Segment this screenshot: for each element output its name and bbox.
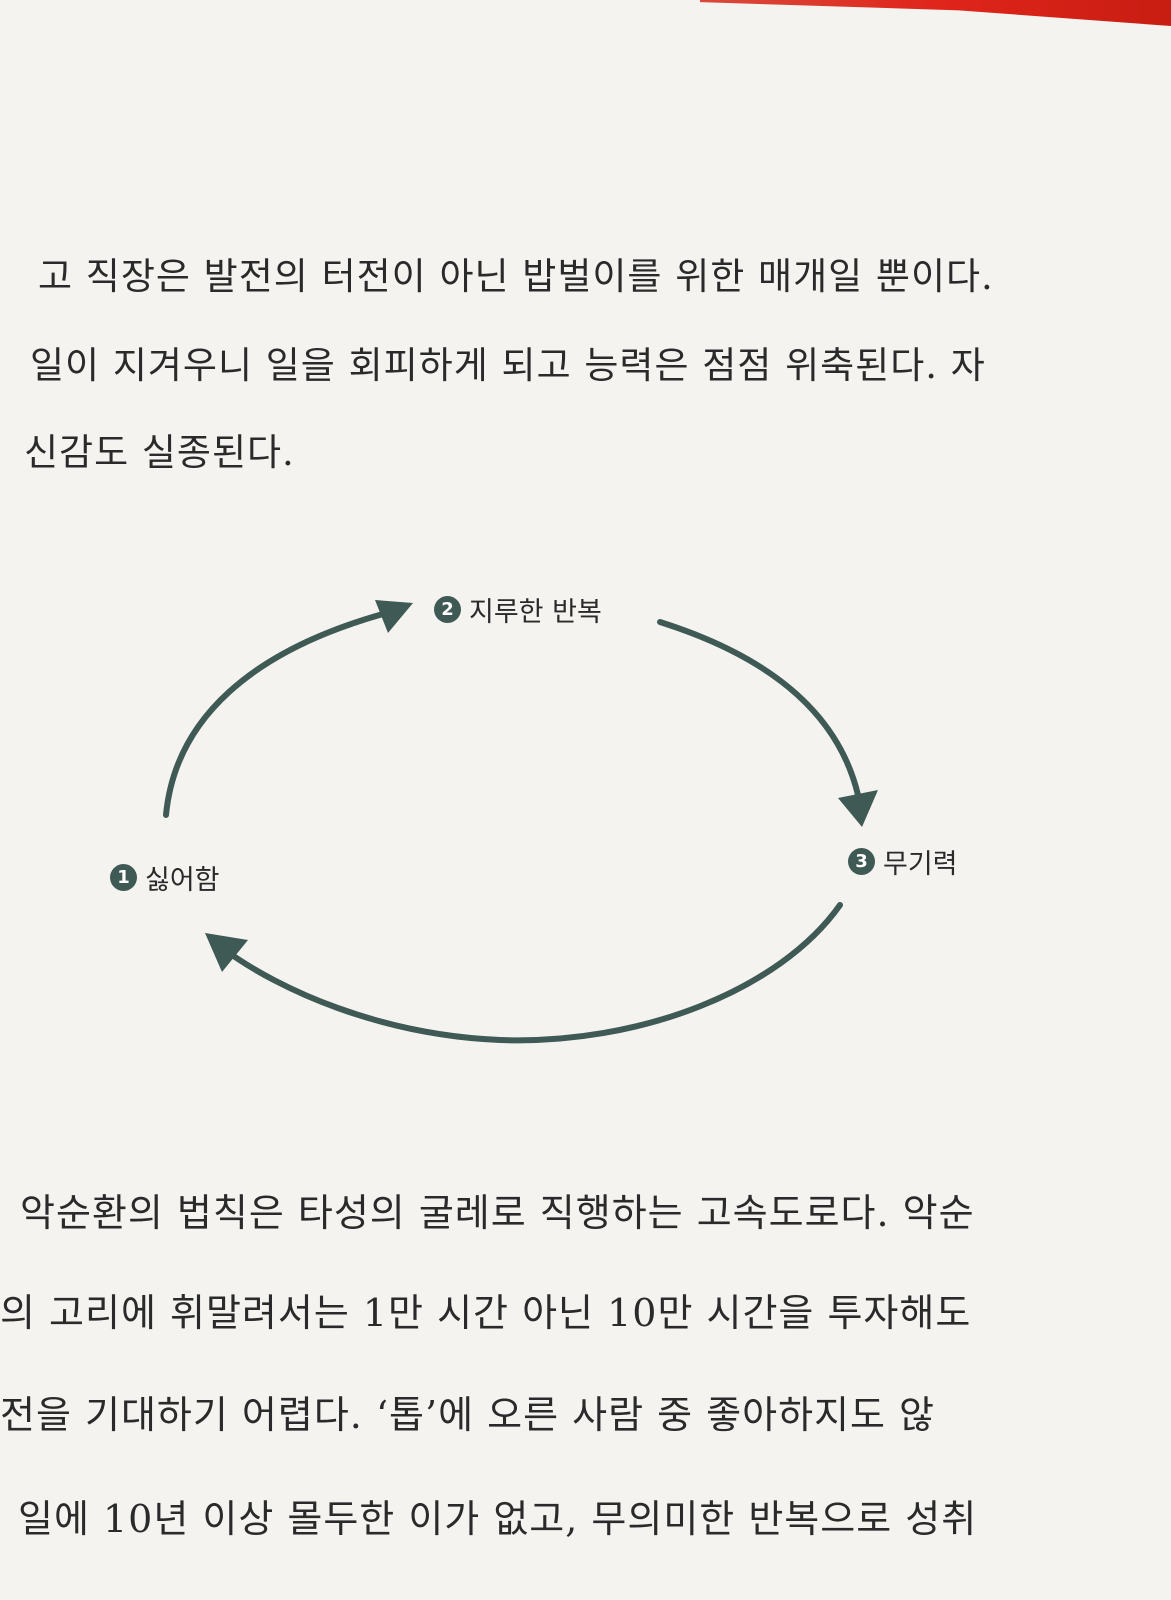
node-lethargy: 3 무기력 bbox=[848, 842, 958, 881]
paragraph-line: 의 고리에 휘말려서는 1만 시간 아닌 10만 시간을 투자해도 bbox=[0, 1291, 972, 1335]
arrowhead-2 bbox=[375, 600, 413, 633]
number-badge-3: 3 bbox=[848, 848, 875, 875]
number-badge-2: 2 bbox=[434, 596, 461, 623]
vicious-cycle-diagram: 1 싫어함 2 지루한 반복 3 무기력 bbox=[0, 560, 1171, 1080]
node-dislike: 1 싫어함 bbox=[110, 858, 220, 897]
node-boring-repetition: 2 지루한 반복 bbox=[434, 590, 602, 629]
number-badge-1: 1 bbox=[110, 864, 137, 891]
book-edge-decoration bbox=[700, 0, 1171, 26]
node-label: 싫어함 bbox=[145, 865, 220, 896]
paragraph-line: 고 직장은 발전의 터전이 아닌 밥벌이를 위한 매개일 뿐이다. bbox=[38, 255, 994, 298]
paragraph-line: 전을 기대하기 어렵다. ‘톱’에 오른 사람 중 좋아하지도 않 bbox=[0, 1393, 935, 1437]
arrowhead-3 bbox=[838, 790, 878, 827]
arrow-2-to-3 bbox=[657, 619, 861, 798]
cycle-arrows bbox=[163, 600, 878, 1044]
paragraph-line: 악순환의 법칙은 타성의 굴레로 직행하는 고속도로다. 악순 bbox=[20, 1191, 975, 1235]
node-label: 지루한 반복 bbox=[469, 597, 602, 628]
node-label: 무기력 bbox=[883, 849, 958, 880]
paragraph-line: 일이 지겨우니 일을 회피하게 되고 능력은 점점 위축된다. 자 bbox=[30, 344, 986, 387]
arrow-3-to-1 bbox=[222, 902, 843, 1044]
paragraph-line: 신감도 실종된다. bbox=[24, 431, 295, 474]
arrow-1-to-2 bbox=[163, 609, 393, 818]
paragraph-line: 일에 10년 이상 몰두한 이가 없고, 무의미한 반복으로 성취 bbox=[18, 1497, 978, 1541]
arrowhead-1 bbox=[205, 933, 248, 972]
